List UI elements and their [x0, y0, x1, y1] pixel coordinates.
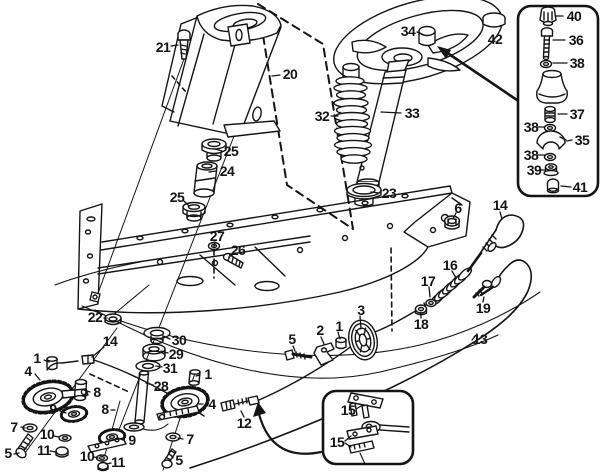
shaft-28: [123, 370, 169, 432]
cap-42: [482, 12, 506, 28]
chassis-frame: [54, 185, 541, 379]
detail-inset-top-right: [437, 4, 600, 198]
cable-washer-nut: [414, 298, 437, 316]
steering-column-tower: [161, 4, 282, 138]
nut-6: [443, 215, 461, 227]
bellows-boot: [333, 62, 373, 164]
cap-nut-41: [546, 178, 560, 194]
washer-38-top: [539, 59, 553, 69]
detail-inset-bottom-right: [253, 389, 415, 466]
bolt-36: [540, 27, 554, 61]
arrow-to-cable: [253, 402, 266, 417]
sector-gear-4-left: [21, 379, 75, 415]
washer-38-bottom: [543, 152, 557, 162]
bolt-5-head: [284, 349, 295, 361]
hub-cap-34: [418, 25, 436, 47]
steering-shaft-lower-group: [87, 326, 210, 472]
column-bushings: [182, 138, 227, 222]
tower-bolt-21: [89, 29, 191, 303]
boot-cover: [536, 69, 568, 104]
pinion-gear-9-left: [59, 405, 89, 423]
nut-39: [543, 163, 559, 177]
cable-clamp-15-top: [347, 392, 384, 419]
bushing-37: [544, 105, 556, 124]
arrow-to-hub: [437, 46, 451, 59]
shaft-bushing-23: [346, 182, 382, 207]
idler-pulley-group: [284, 319, 379, 366]
cap-22: [104, 313, 122, 326]
knob-40: [539, 6, 557, 27]
cable-clamp-15-bottom: [346, 425, 379, 465]
leader-lines: [13, 15, 573, 465]
saddle-clamp-35: [536, 130, 566, 150]
bracket-2: [313, 342, 335, 366]
